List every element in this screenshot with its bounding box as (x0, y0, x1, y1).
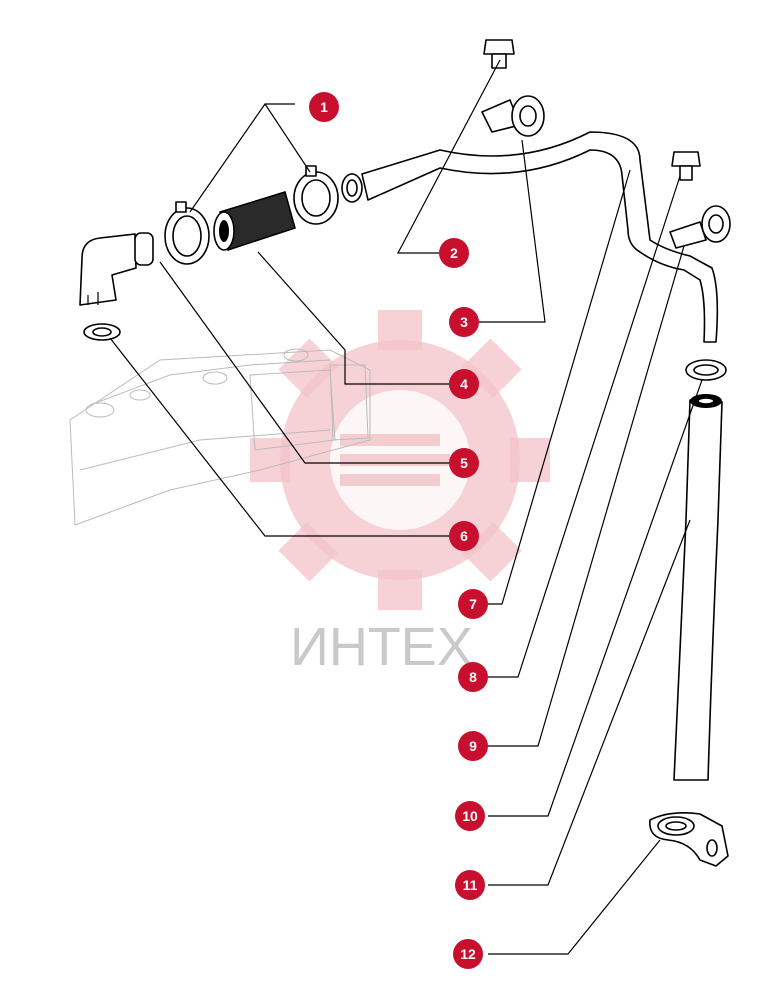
callout-2: 2 (439, 238, 469, 268)
callout-6-label: 6 (460, 528, 468, 544)
callout-2-label: 2 (450, 245, 458, 261)
callout-11-label: 11 (463, 877, 478, 893)
hose-clamp-left (164, 201, 210, 265)
callout-4-label: 4 (460, 376, 468, 392)
callout-11: 11 (455, 870, 485, 900)
pipe-clamp-top (481, 95, 545, 137)
callout-5-label: 5 (460, 455, 468, 471)
washer (83, 323, 121, 341)
callout-7-label: 7 (469, 596, 477, 612)
rubber-hose-long (673, 394, 723, 781)
bolt-top (483, 39, 515, 69)
hose-clamp-right (293, 165, 339, 225)
pipe-clamp-right (669, 205, 731, 249)
callout-3-label: 3 (460, 314, 468, 330)
callout-8: 8 (458, 662, 488, 692)
callout-3: 3 (449, 307, 479, 337)
rubber-hose-short (213, 191, 296, 251)
callout-4: 4 (449, 369, 479, 399)
callout-12-label: 12 (460, 946, 476, 962)
mounting-bracket (649, 812, 729, 867)
callout-1: 1 (309, 92, 339, 122)
watermark-logo: ИНТЕХ (250, 310, 550, 677)
callout-9: 9 (458, 731, 488, 761)
callout-7: 7 (458, 589, 488, 619)
breather-tube (341, 131, 719, 343)
callout-9-label: 9 (469, 738, 477, 754)
watermark-text: ИНТЕХ (290, 617, 473, 677)
callout-8-label: 8 (469, 669, 477, 685)
spring-clip (685, 359, 727, 381)
callout-12: 12 (453, 939, 483, 969)
bolt-right (671, 151, 701, 181)
elbow-connector (79, 232, 154, 306)
callout-1-label: 1 (320, 99, 328, 115)
callout-5: 5 (449, 448, 479, 478)
callout-6: 6 (449, 521, 479, 551)
leader-lines (109, 59, 703, 955)
callout-10: 10 (455, 801, 485, 831)
callout-10-label: 10 (462, 808, 478, 824)
valve-cover-outline (69, 348, 371, 526)
